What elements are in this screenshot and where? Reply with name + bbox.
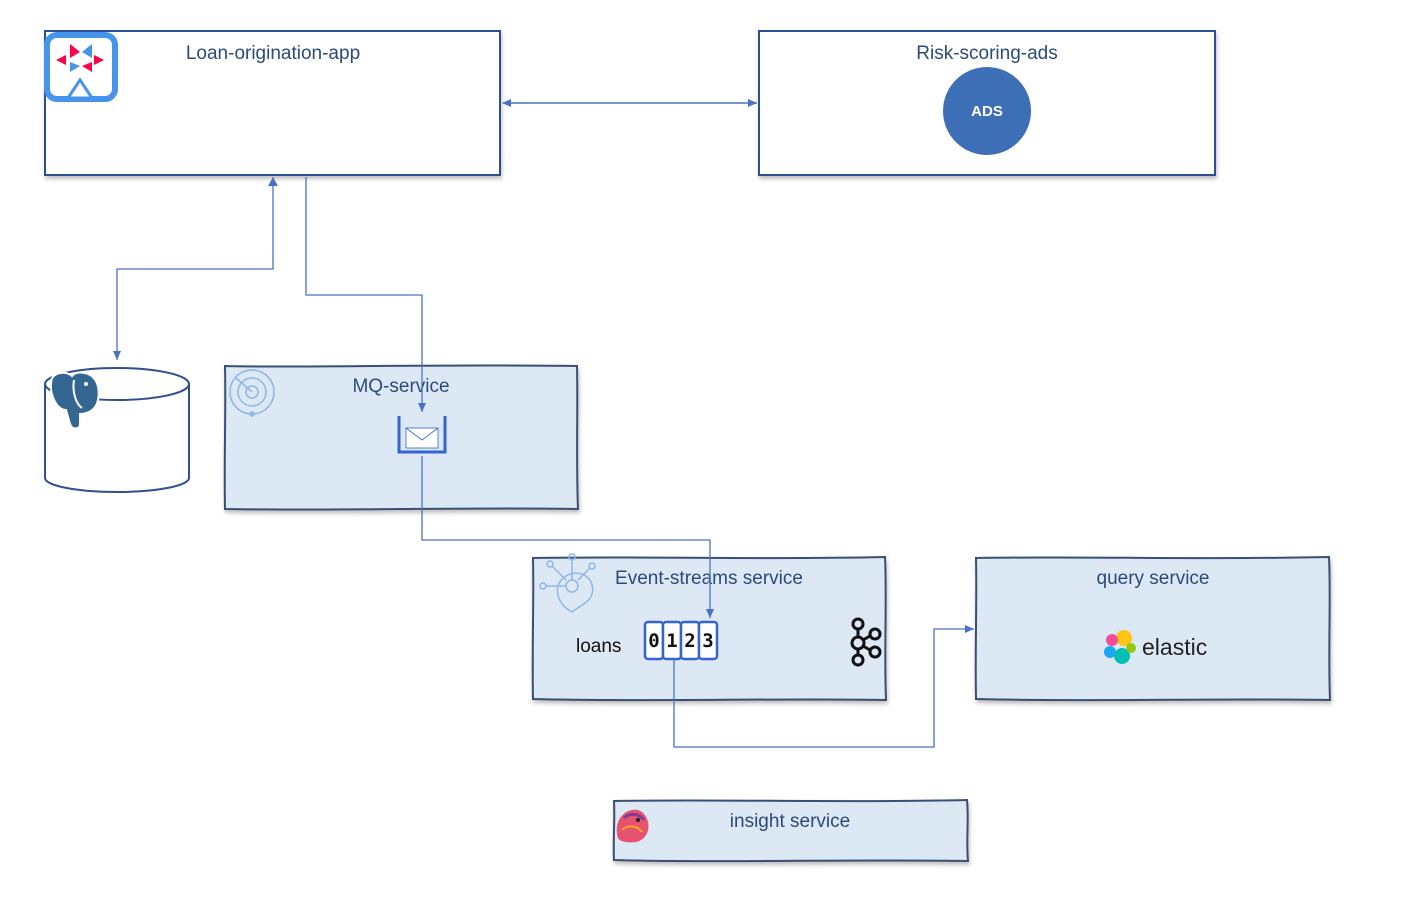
app-queue-connector	[305, 177, 426, 412]
partition-0-label: 0	[648, 630, 659, 652]
kafka-logo-icon	[850, 617, 882, 667]
query-service-label: query service	[1097, 568, 1210, 589]
loan-origination-app-node[interactable]: Loan-origination-app	[44, 30, 501, 176]
partition-3-label: 3	[702, 630, 713, 652]
queue-topic-connector	[421, 456, 714, 618]
topic-partitions: 0 1 2 3	[643, 620, 719, 661]
quarkus-logo-icon	[44, 32, 118, 102]
partition-2-label: 2	[684, 630, 695, 652]
topic-loans-label: loans	[576, 636, 621, 657]
ads-circle	[943, 67, 1031, 155]
event-streams-hub-icon	[539, 553, 596, 613]
loan-origination-app-label: Loan-origination-app	[186, 43, 360, 64]
partition-1-label: 1	[666, 630, 677, 652]
mq-service-label: MQ-service	[352, 376, 449, 397]
topic-query-connector	[673, 625, 974, 748]
envelope-queue-icon	[397, 416, 447, 454]
postgresql-elephant-icon	[50, 371, 100, 430]
flink-squirrel-icon	[616, 809, 649, 843]
risk-scoring-ads-node[interactable]: Risk-scoring-ads ADS	[758, 30, 1216, 176]
elastic-logo-icon	[1104, 630, 1136, 664]
ads-badge-label: ADS	[971, 103, 1003, 120]
radar-target-icon	[229, 369, 275, 417]
risk-scoring-ads-label: Risk-scoring-ads	[916, 43, 1057, 64]
event-streams-service-label: Event-streams service	[615, 568, 803, 589]
insight-service-label: insight service	[730, 811, 850, 832]
app-db-connector	[113, 177, 274, 360]
insight-service-node[interactable]: insight service	[612, 798, 970, 863]
mq-service-node[interactable]: MQ-service	[223, 364, 580, 511]
event-streams-service-node[interactable]: Event-streams service loans 0 1 2 3	[531, 553, 888, 702]
postgres-database-node[interactable]	[44, 367, 190, 493]
elastic-logo-text: elastic	[1142, 634, 1207, 660]
query-service-node[interactable]: query service elastic	[974, 555, 1332, 702]
